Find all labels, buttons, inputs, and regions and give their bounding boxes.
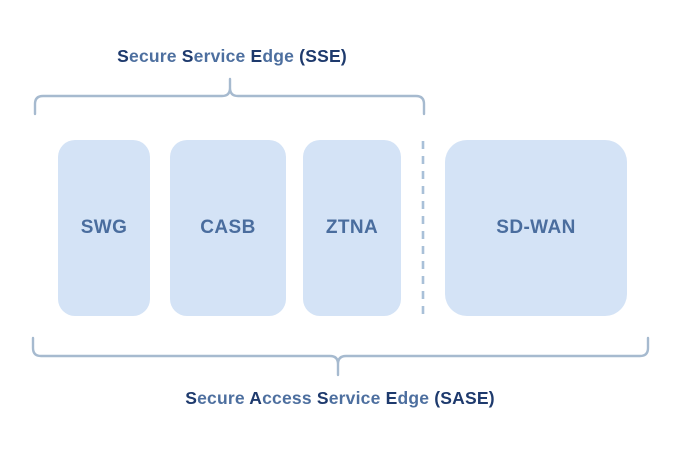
casb-box: CASB	[170, 140, 286, 316]
swg-box: SWG	[58, 140, 150, 316]
sdwan-box: SD-WAN	[445, 140, 627, 316]
title-segment: E	[385, 388, 398, 408]
sse-bracket	[33, 77, 426, 116]
sase-bracket	[31, 336, 650, 377]
title-segment: ecure	[129, 46, 182, 66]
title-segment: (SSE)	[299, 46, 347, 66]
title-segment: (SASE)	[434, 388, 495, 408]
swg-box-label: SWG	[80, 217, 128, 238]
title-segment: A	[249, 388, 263, 408]
title-segment: ervice	[328, 388, 386, 408]
casb-box-label: CASB	[200, 217, 256, 238]
title-segment: S	[181, 46, 194, 66]
title-segment: S	[185, 388, 198, 408]
sse-title: Secure Service Edge (SSE)	[117, 46, 347, 67]
title-segment: S	[117, 46, 130, 66]
title-segment: dge	[397, 388, 435, 408]
title-segment: S	[316, 388, 329, 408]
title-segment: ecure	[197, 388, 250, 408]
title-segment: dge	[262, 46, 300, 66]
sdwan-box-label: SD-WAN	[496, 217, 576, 238]
title-segment: ccess	[262, 388, 317, 408]
title-segment: E	[250, 46, 263, 66]
title-segment: ervice	[193, 46, 251, 66]
sase-title: Secure Access Service Edge (SASE)	[185, 388, 495, 409]
ztna-box: ZTNA	[303, 140, 401, 316]
ztna-box-label: ZTNA	[325, 217, 379, 238]
